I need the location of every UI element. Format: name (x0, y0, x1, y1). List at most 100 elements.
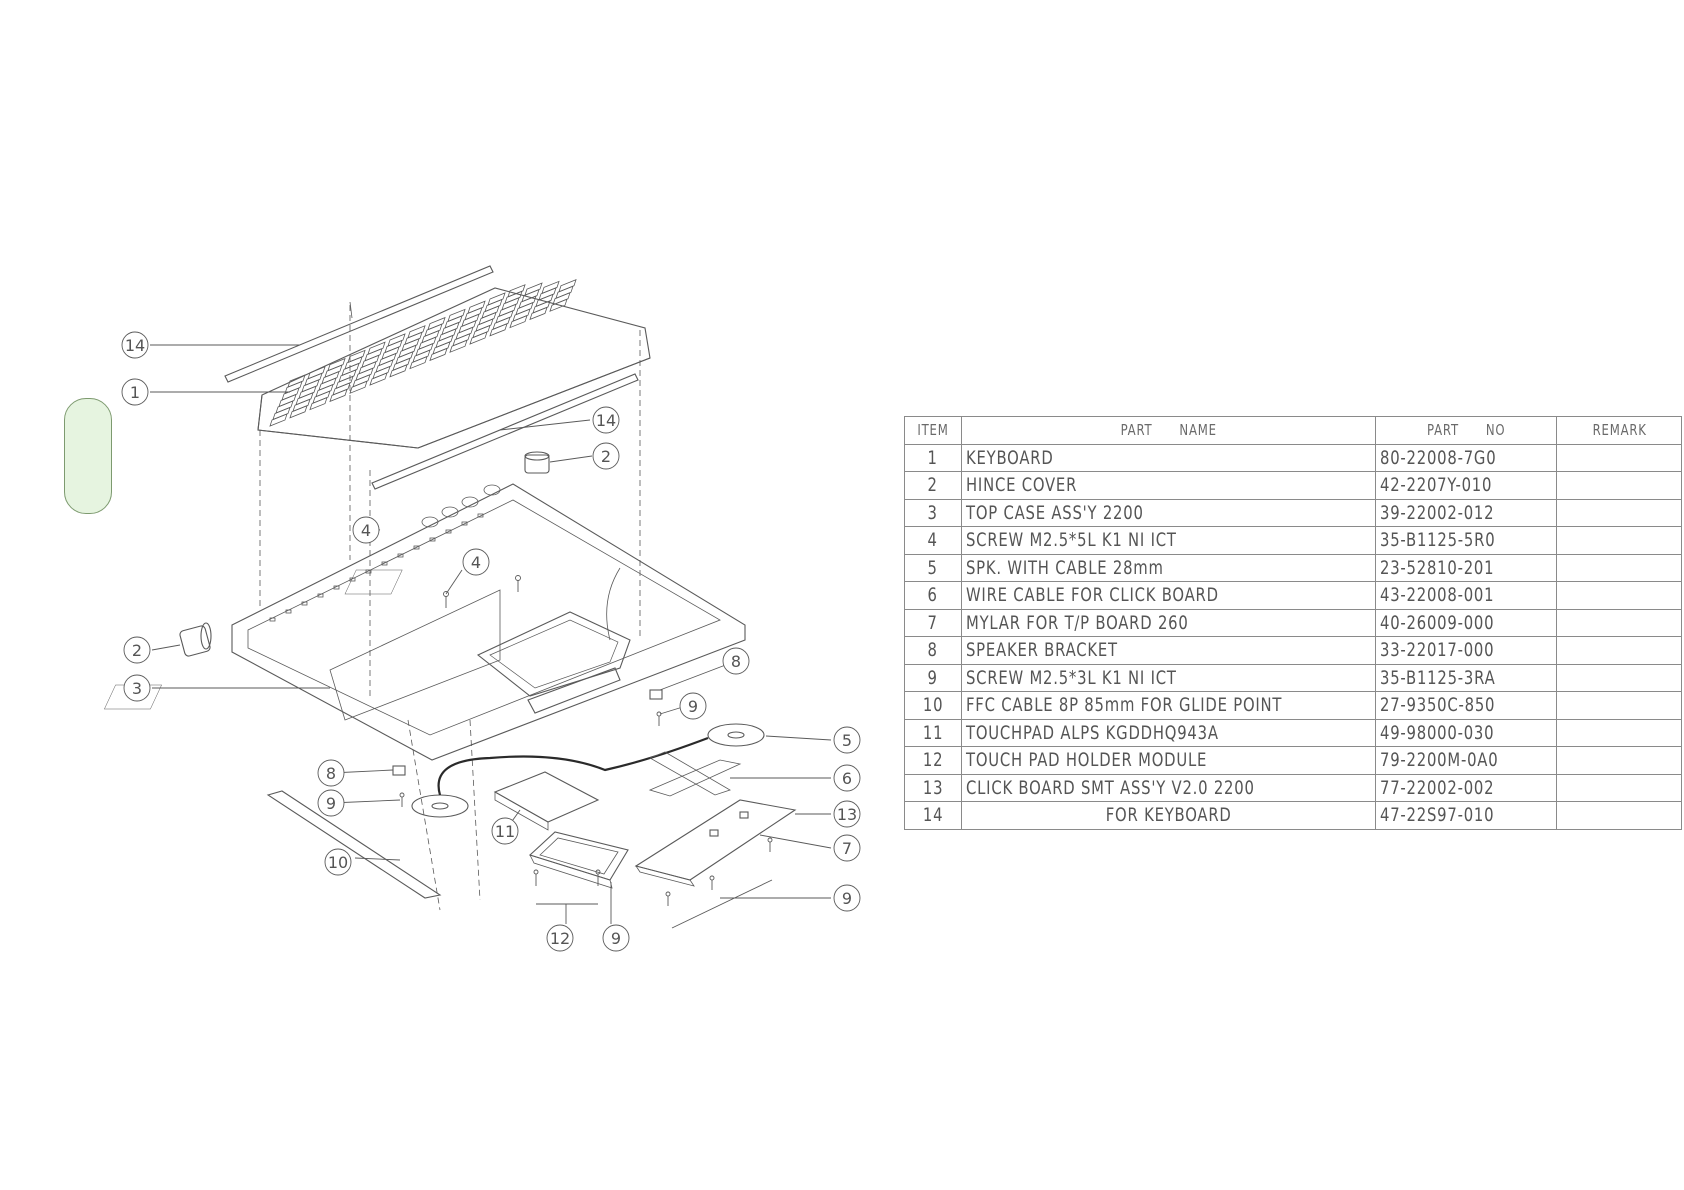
item-cell: 6 (904, 581, 962, 610)
header-remark: REMARK (1556, 416, 1683, 445)
part-name-cell: KEYBOARD (960, 443, 1377, 472)
header-part-name: PART NAME (960, 416, 1377, 445)
keycap (361, 354, 380, 368)
keycap (515, 301, 534, 316)
ffc-cable-part (266, 790, 442, 899)
callout-number: 7 (842, 839, 852, 858)
callout-number: 2 (132, 641, 142, 660)
indicator-slot (301, 601, 308, 606)
indicator-slot (445, 529, 452, 534)
indicator-slot (477, 513, 484, 518)
case-button (441, 506, 459, 518)
keycap (498, 303, 517, 317)
callout-number: 11 (495, 822, 515, 841)
callout-number: 14 (125, 336, 145, 355)
keycap (395, 351, 414, 365)
indicator-slot (397, 553, 404, 558)
callout-number: 8 (326, 764, 336, 783)
keycap (375, 359, 394, 373)
keycap (504, 290, 523, 304)
keycap (369, 372, 388, 386)
keycap (338, 369, 357, 383)
keycap (421, 329, 440, 344)
case-button (483, 484, 501, 496)
header-part-no: PART NO (1375, 416, 1558, 445)
callout-3: 3 (123, 674, 151, 702)
callout-10: 10 (324, 848, 352, 876)
callout-14: 14 (592, 406, 620, 434)
item-cell: 8 (904, 636, 962, 665)
item-cell: 10 (904, 691, 962, 720)
remark-cell (1556, 636, 1683, 665)
keycap (298, 385, 317, 399)
keycap (447, 308, 466, 323)
callout-number: 12 (550, 929, 570, 948)
part-no-cell: 35-B1125-3RA (1375, 663, 1558, 692)
keycap (335, 375, 354, 390)
part-name-cell: CLICK BOARD SMT ASS'Y V2.0 2200 (960, 773, 1377, 802)
keycap (392, 357, 411, 371)
keycap (501, 297, 520, 311)
keycap (429, 347, 448, 362)
callout-14: 14 (121, 331, 149, 359)
speaker-bracket-left (392, 765, 406, 776)
remark-cell (1556, 663, 1683, 692)
keycap (289, 405, 308, 419)
callout-13: 13 (833, 800, 861, 828)
callout-number: 9 (611, 929, 621, 948)
part-no-cell: 47-22S97-010 (1375, 801, 1558, 830)
keycap (387, 333, 406, 347)
case-button (421, 516, 439, 528)
callout-9: 9 (602, 924, 630, 952)
callout-number: 9 (326, 794, 336, 813)
indicator-slot (413, 545, 420, 550)
callout-number: 5 (842, 731, 852, 750)
callout-number: 8 (731, 652, 741, 671)
part-no-cell: 77-22002-002 (1375, 773, 1558, 802)
top-case-part (104, 483, 746, 761)
keycap (487, 292, 506, 306)
callout-number: 13 (837, 805, 857, 824)
part-name-cell: SPK. WITH CABLE 28mm (960, 553, 1377, 582)
keycap (441, 321, 460, 336)
remark-cell (1556, 691, 1683, 720)
part-no-cell: 43-22008-001 (1375, 581, 1558, 610)
callout-5: 5 (833, 726, 861, 754)
item-cell: 4 (904, 526, 962, 555)
keycap (275, 400, 294, 414)
ribbon-cable-part (649, 751, 731, 796)
keycap (467, 300, 486, 314)
keycap (307, 366, 326, 380)
keycap (272, 406, 291, 421)
remark-cell (1556, 608, 1683, 637)
keycap (472, 324, 491, 339)
keycap (541, 280, 560, 295)
indicator-slot (461, 521, 468, 526)
part-no-cell: 49-98000-030 (1375, 718, 1558, 747)
keycap (352, 374, 371, 388)
remark-cell (1556, 718, 1683, 747)
keycap (389, 364, 408, 378)
keycap (549, 298, 568, 312)
keycap (424, 323, 443, 337)
keycap (518, 295, 537, 309)
mylar-part (648, 759, 742, 797)
assembly-guides (259, 305, 641, 911)
callout-1: 1 (121, 378, 149, 406)
indicator-slot (317, 593, 324, 598)
part-no-cell: 42-2207Y-010 (1375, 471, 1558, 500)
keycap (532, 300, 551, 314)
header-item: ITEM (904, 416, 962, 445)
keycap (378, 352, 397, 367)
indicator-slot (349, 577, 356, 582)
keycap (344, 356, 363, 370)
keycap (435, 334, 454, 349)
callout-8: 8 (317, 759, 345, 787)
keycap (347, 349, 366, 364)
remark-cell (1556, 746, 1683, 775)
